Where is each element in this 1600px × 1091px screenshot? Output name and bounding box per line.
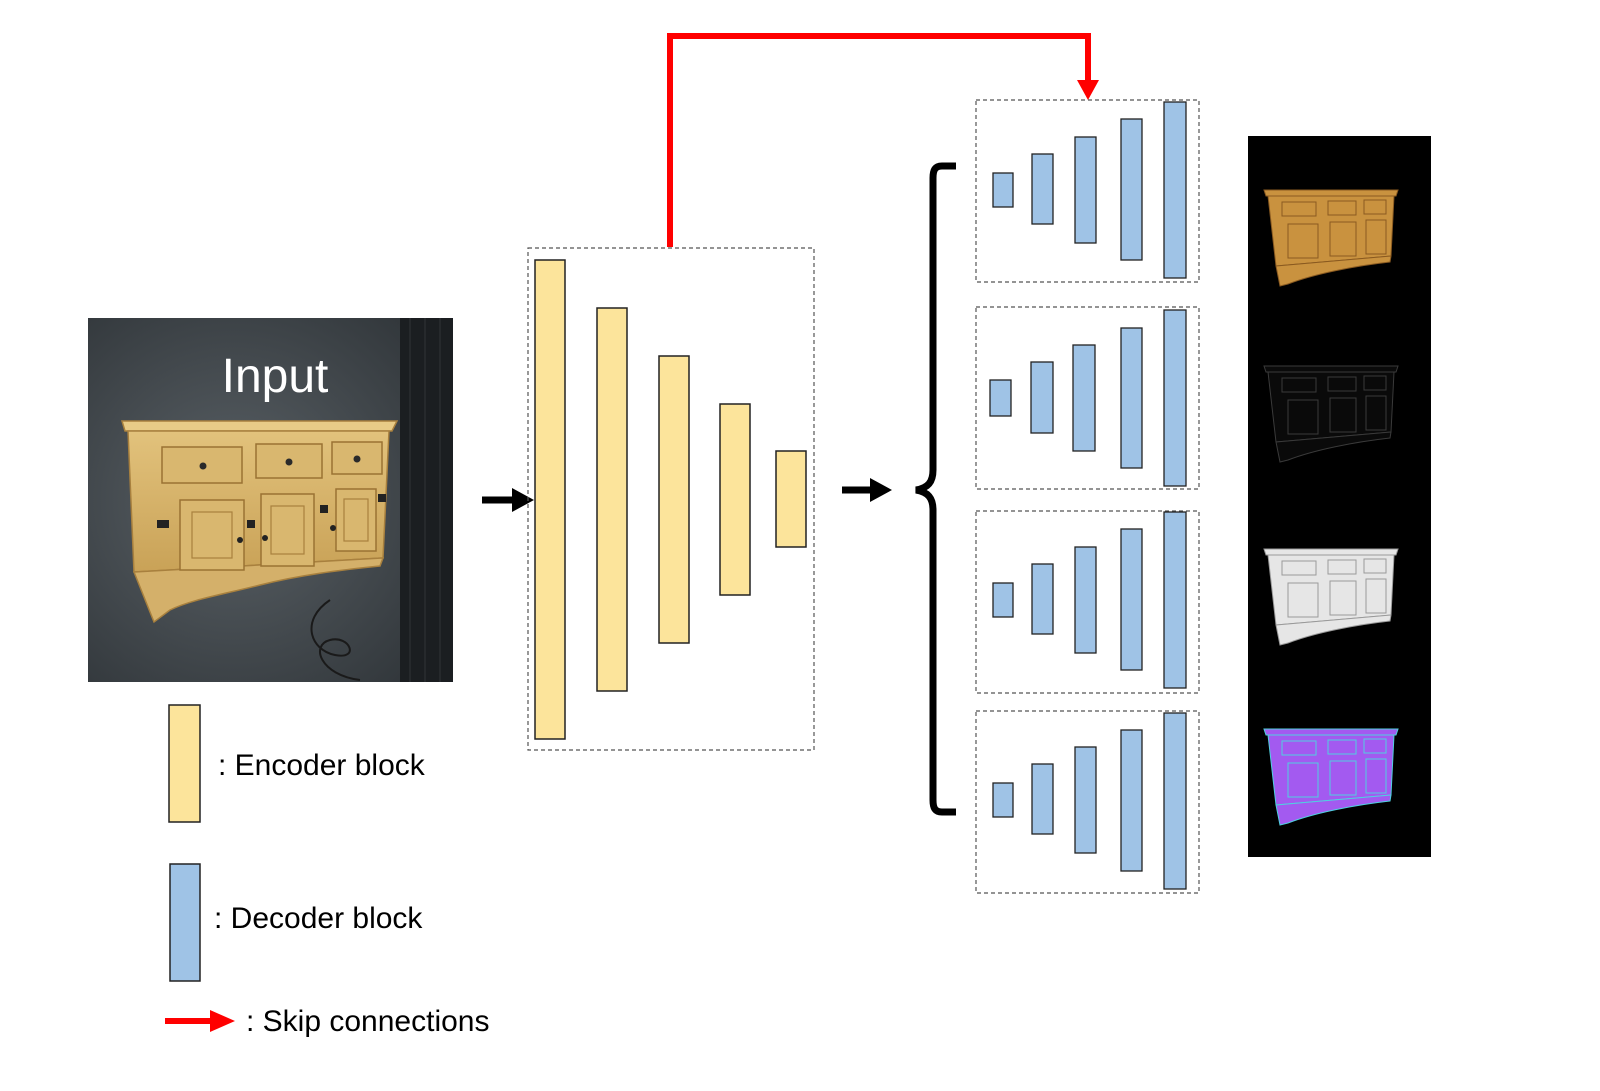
legend-skip-arrow [165,1010,235,1032]
encoder-block-3 [658,355,690,644]
decoder-block [989,379,1012,417]
decoder-branch-3 [975,510,1200,694]
sideboard-photo [120,420,399,624]
decoder-block [992,782,1014,818]
albedo-map [1263,189,1399,287]
decoder-block [1120,729,1143,872]
decoder-block [1072,344,1096,452]
decoder-block [1030,361,1054,434]
decoder-branch-2 [975,306,1200,490]
metallic-map [1263,548,1399,646]
decoder-block [1163,712,1187,890]
legend: : Encoder block : Decoder block : Skip c… [165,704,489,1038]
decoder-block [1074,136,1097,244]
decoder-block [992,172,1014,208]
legend-encoder-swatch [168,704,201,823]
input-title: Input [222,350,329,403]
decoder-block [1031,763,1054,835]
encoder-block-4 [719,403,751,596]
decoder-block [1120,327,1143,469]
input-image: Input [88,318,453,682]
cable [310,599,361,681]
legend-decoder-swatch [169,863,201,982]
encoder [527,247,815,751]
legend-encoder-label: : Encoder block [218,749,426,782]
arrow-input-to-encoder [482,488,534,512]
arrow-encoder-to-decoders [842,478,892,502]
decoder-block [1074,746,1097,854]
decoder-block [1120,528,1143,671]
decoder-branch-1 [975,99,1200,283]
encoder-frame [527,247,815,751]
legend-skip-label: : Skip connections [246,1005,489,1038]
decoder-block [1163,511,1187,689]
decoder-block [992,582,1014,618]
decoder-block [1163,101,1187,279]
skip-connection-arrow [667,33,1099,247]
branch-brace [915,162,956,816]
output-maps [1263,189,1399,826]
encoder-block-5 [775,450,807,548]
encoder-block-2 [596,307,628,692]
decoder-block [1074,546,1097,654]
decoder-block [1031,153,1054,225]
decoder-block [1163,309,1187,487]
output-maps-panel [1248,136,1431,857]
decoder-block [1031,563,1054,635]
curtain [400,318,453,682]
decoder-branch-4 [975,710,1200,894]
roughness-map [1263,365,1399,463]
legend-decoder-label: : Decoder block [214,902,423,935]
encoder-block-1 [534,259,566,740]
decoder-block [1120,118,1143,261]
normal-map [1263,728,1399,826]
